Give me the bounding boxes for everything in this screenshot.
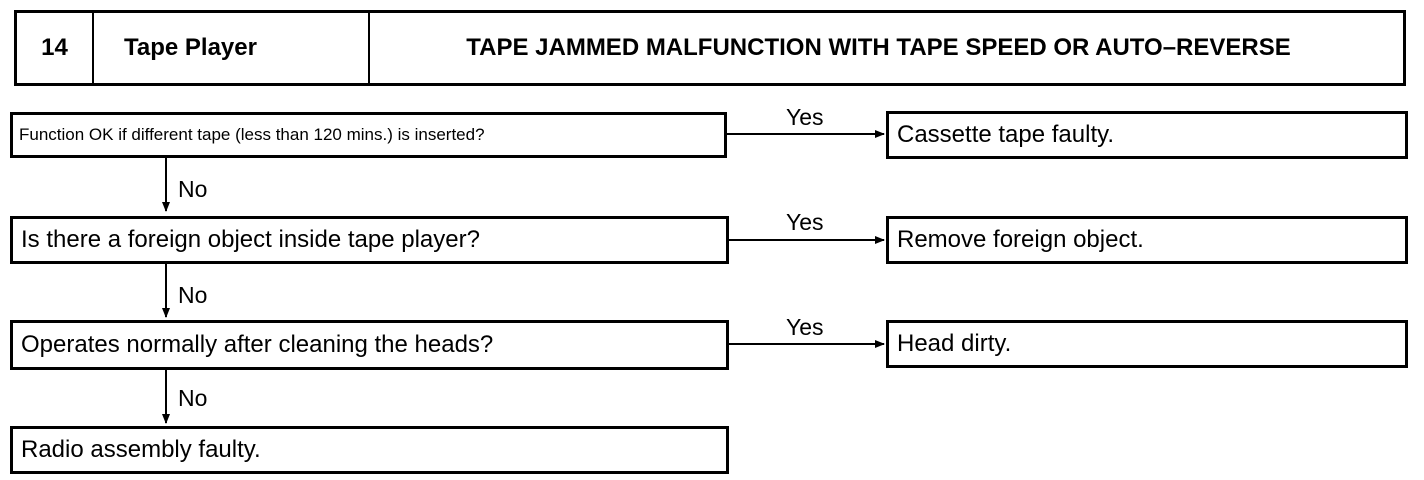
yes-label-2: Yes [786,209,824,235]
section-number: 14 [17,13,94,83]
no-label-2: No [178,282,208,308]
question-box-3: Operates normally after cleaning the hea… [10,320,729,370]
final-result-box: Radio assembly faulty. [10,426,729,474]
section-name: Tape Player [94,13,370,83]
yes-label-3: Yes [786,314,824,340]
question-box-1: Function OK if different tape (less than… [10,112,727,158]
result-box-3: Head dirty. [886,320,1408,368]
question-box-2: Is there a foreign object inside tape pl… [10,216,729,264]
no-label-3: No [178,385,208,411]
result-box-1: Cassette tape faulty. [886,111,1408,159]
yes-label-1: Yes [786,104,824,130]
result-box-2: Remove foreign object. [886,216,1408,264]
page-title: TAPE JAMMED MALFUNCTION WITH TAPE SPEED … [466,34,1291,61]
header-table: 14 Tape Player TAPE JAMMED MALFUNCTION W… [14,10,1406,86]
no-label-1: No [178,176,208,202]
